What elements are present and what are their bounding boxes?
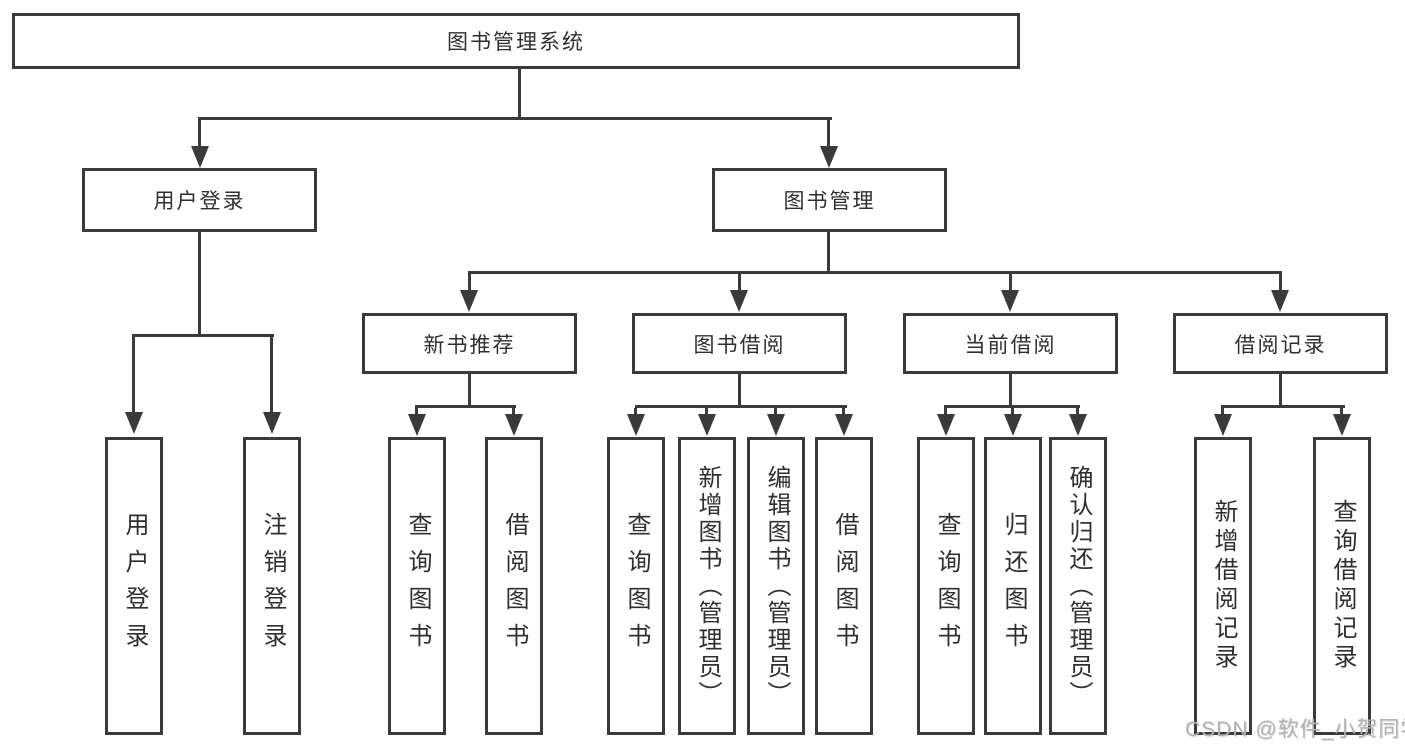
arrowhead-leaf-return-book: [1004, 414, 1022, 436]
leaf-label: 借阅图书: [831, 512, 858, 660]
leaf-query-books-borrow: 查询图书: [607, 437, 665, 735]
arrowhead-records: [1271, 290, 1289, 312]
arrowhead-leaf-edit-book: [767, 414, 785, 436]
leaf-logout: 注销登录: [243, 437, 301, 735]
leaf-add-book-admin: 新增图书（管理员）: [678, 437, 736, 735]
connector-leaf-drop: [842, 408, 845, 414]
watermark: CSDN @软件_小贺同学: [1185, 718, 1405, 741]
arrowhead-leaf-query-record: [1333, 414, 1351, 436]
node-root: 图书管理系统: [12, 13, 1020, 69]
connector-leaf-drop: [634, 408, 637, 414]
node-new-book-rec: 新书推荐: [362, 313, 577, 374]
connector-book-borrow-trunk: [738, 374, 741, 407]
leaf-query-books-rec: 查询图书: [388, 437, 446, 735]
connector-records-trunk: [1279, 374, 1282, 407]
leaf-label: 查询图书: [933, 512, 960, 660]
connector-records-drop: [1279, 274, 1282, 290]
arrowhead-leaf-add-record: [1214, 414, 1232, 436]
connector-leaf-login-drop: [132, 337, 135, 412]
leaf-label: 用户登录: [121, 512, 148, 660]
leaf-label: 确认归还（管理员）: [1065, 464, 1092, 708]
arrowhead-leaf-query-current: [937, 414, 955, 436]
connector-leaf-logout-drop: [270, 337, 273, 412]
arrowhead-current: [1001, 290, 1019, 312]
connector-leaf-drop: [415, 408, 418, 414]
leaf-edit-book-admin: 编辑图书（管理员）: [747, 437, 805, 735]
connector-root-trunk: [518, 69, 521, 118]
node-user-login: 用户登录: [82, 168, 317, 232]
connector-book-mgmt-drop: [827, 120, 830, 147]
node-book-mgmt: 图书管理: [712, 168, 947, 232]
leaf-label: 查询借阅记录: [1329, 499, 1356, 673]
leaf-label: 注销登录: [259, 512, 286, 660]
arrowhead-leaf-add-book: [698, 414, 716, 436]
arrowhead-book-borrow: [730, 290, 748, 312]
leaf-query-borrow-record: 查询借阅记录: [1313, 437, 1371, 735]
node-borrow-records: 借阅记录: [1173, 313, 1388, 374]
connector-book-mgmt-trunk: [827, 232, 830, 274]
connector-book-borrow-drop: [738, 274, 741, 290]
leaf-return-book: 归还图书: [984, 437, 1042, 735]
connector-new-rec-span: [415, 405, 516, 408]
connector-current-span: [944, 405, 1080, 408]
connector-leaf-drop: [512, 408, 515, 414]
arrowhead-leaf-borrow-rec: [505, 414, 523, 436]
leaf-borrow-book-rec: 借阅图书: [485, 437, 543, 735]
leaf-confirm-return-admin: 确认归还（管理员）: [1049, 437, 1107, 735]
node-current-borrow: 当前借阅: [903, 313, 1118, 374]
connector-leaf-drop: [774, 408, 777, 414]
connector-new-rec-drop: [468, 274, 471, 290]
leaf-user-login: 用户登录: [105, 437, 163, 735]
connector-user-login-drop: [198, 120, 201, 147]
arrowhead-new-rec: [460, 290, 478, 312]
connector-leaf-drop: [1076, 408, 1079, 414]
leaf-label: 新增借阅记录: [1210, 499, 1237, 673]
connector-records-span: [1221, 405, 1345, 408]
connector-leaf-drop: [1221, 408, 1224, 414]
connector-book-borrow-span: [635, 405, 847, 408]
leaf-label: 新增图书（管理员）: [694, 464, 721, 708]
leaf-label: 查询图书: [623, 512, 650, 660]
leaf-label: 归还图书: [1000, 512, 1027, 660]
connector-l3-span: [468, 271, 1282, 274]
connector-user-login-trunk: [198, 232, 201, 337]
leaf-add-borrow-record: 新增借阅记录: [1194, 437, 1252, 735]
leaf-label: 编辑图书（管理员）: [763, 464, 790, 708]
node-book-borrow: 图书借阅: [632, 313, 847, 374]
connector-current-drop: [1009, 274, 1012, 290]
connector-l2-span: [198, 117, 832, 120]
arrowhead-leaf-query-borrow: [627, 414, 645, 436]
connector-user-login-span: [132, 334, 274, 337]
leaf-query-books-current: 查询图书: [917, 437, 975, 735]
arrowhead-leaf-query-rec: [408, 414, 426, 436]
leaf-label: 查询图书: [404, 512, 431, 660]
connector-leaf-drop: [1340, 408, 1343, 414]
arrowhead-user-login: [191, 146, 209, 168]
leaf-label: 借阅图书: [501, 512, 528, 660]
arrowhead-leaf-logout: [263, 412, 281, 434]
leaf-borrow-book: 借阅图书: [815, 437, 873, 735]
connector-new-rec-trunk: [468, 374, 471, 407]
arrowhead-book-mgmt: [820, 146, 838, 168]
arrowhead-leaf-borrow-book: [835, 414, 853, 436]
connector-leaf-drop: [1011, 408, 1014, 414]
connector-current-trunk: [1009, 374, 1012, 407]
connector-leaf-drop: [705, 408, 708, 414]
arrowhead-leaf-login: [125, 412, 143, 434]
connector-leaf-drop: [944, 408, 947, 414]
arrowhead-leaf-confirm-return: [1069, 414, 1087, 436]
